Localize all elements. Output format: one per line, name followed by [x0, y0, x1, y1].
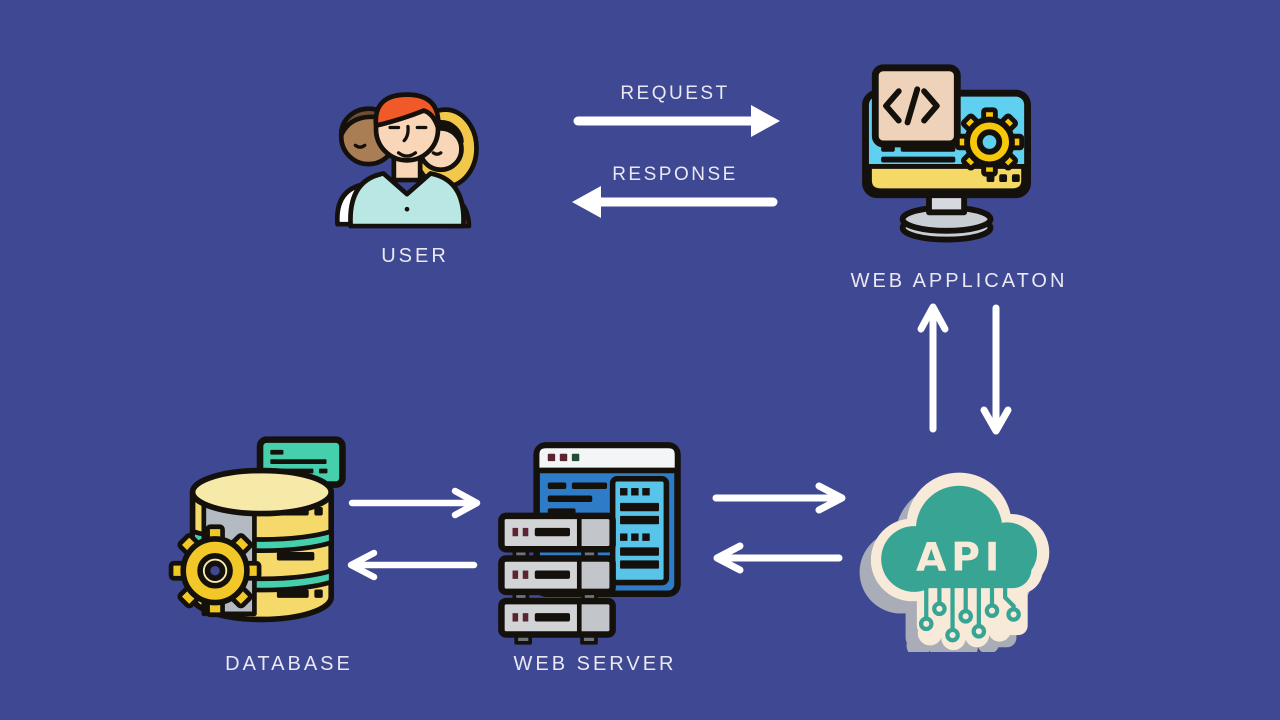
- users-group-icon: [335, 92, 479, 229]
- api-to-webapp-arrow: [917, 303, 949, 433]
- node-web-application: [846, 60, 1051, 251]
- monitor-code-gear-icon: [862, 64, 1031, 243]
- database-to-webserver-arrow: [348, 487, 481, 519]
- web-server-label: WEB SERVER: [513, 653, 677, 675]
- webserver-to-api-arrow: [712, 482, 846, 514]
- webapp-to-api-arrow: [980, 304, 1012, 435]
- node-user: [330, 58, 484, 229]
- request-label: REQUEST: [620, 83, 730, 104]
- api-to-webserver-arrow: [713, 542, 843, 574]
- api-label: API: [916, 534, 1004, 580]
- api-cloud-circuit-icon: API: [859, 472, 1050, 652]
- response-arrow: [572, 186, 778, 218]
- webserver-to-database-arrow: [347, 549, 478, 581]
- response-label: RESPONSE: [612, 164, 738, 185]
- browser-server-rack-icon: [498, 442, 681, 645]
- web-application-label: WEB APPLICATON: [850, 270, 1068, 292]
- user-label: USER: [381, 245, 449, 267]
- node-api: API: [853, 436, 1069, 652]
- node-database: [157, 434, 349, 626]
- database-cylinder-gear-icon: [168, 436, 346, 623]
- database-label: DATABASE: [225, 653, 353, 675]
- node-web-server: [494, 438, 684, 647]
- request-arrow: [573, 105, 780, 137]
